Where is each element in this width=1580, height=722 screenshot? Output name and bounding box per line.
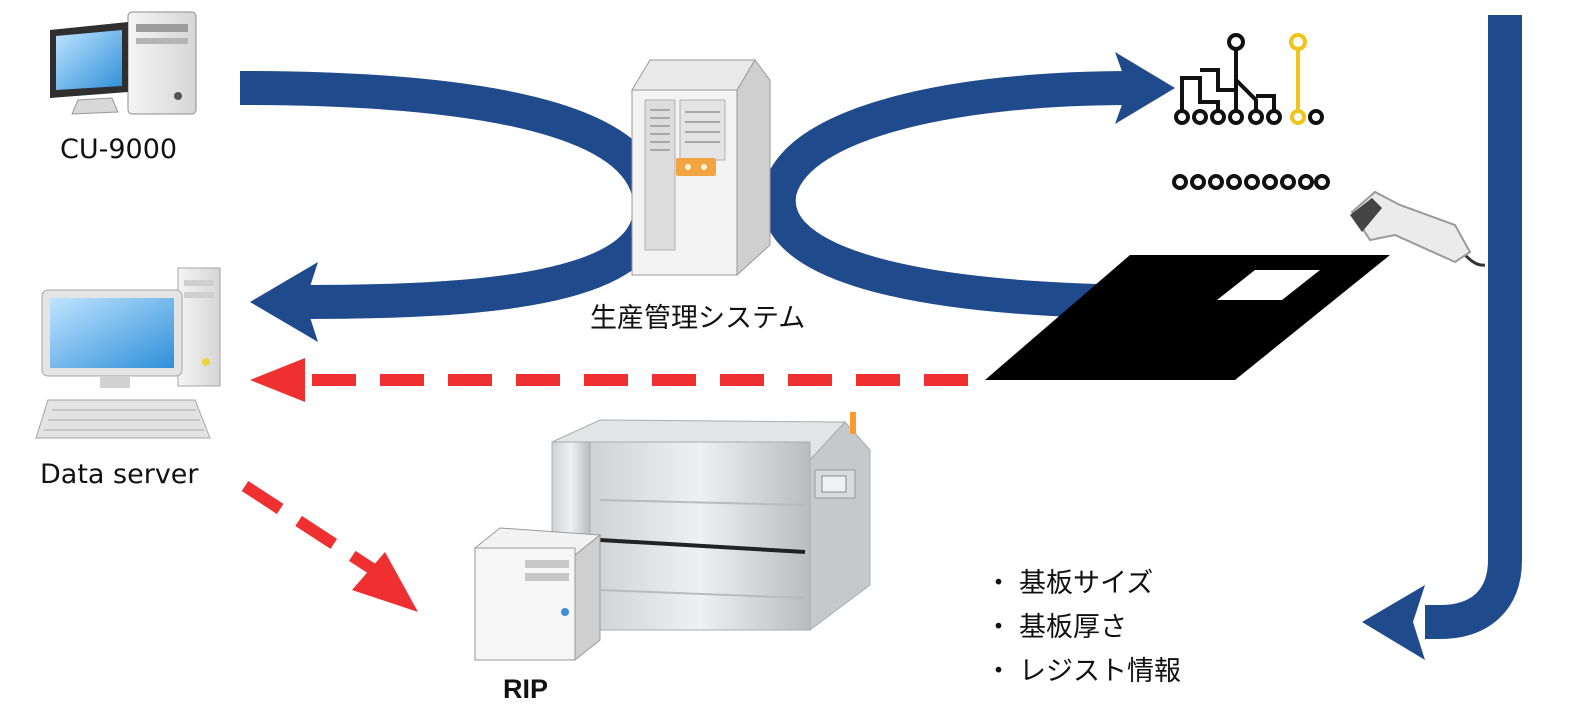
list-item-text: レジスト情報	[1019, 656, 1181, 687]
label-cu9000: CU-9000	[60, 134, 178, 165]
desktop-tower-icon	[50, 11, 197, 115]
pcb-board-icon	[985, 255, 1390, 380]
bullet: ・	[985, 568, 1012, 599]
flow-arrow-scanner-return	[1425, 15, 1522, 639]
arrowhead-circuit	[1115, 52, 1175, 124]
bullet: ・	[985, 656, 1012, 687]
label-data-server: Data server	[40, 459, 199, 490]
arrowhead-data-server	[250, 262, 318, 342]
list-item-text: 基板サイズ	[1019, 568, 1154, 599]
flow-arrow-cu-to-data-server	[239, 71, 668, 319]
bullet: ・	[985, 612, 1012, 643]
arrowhead-return	[1362, 585, 1425, 660]
label-rip: RIP	[503, 674, 549, 704]
desktop-computer-icon	[35, 267, 221, 439]
server-tower-icon	[631, 59, 771, 277]
dashed-arrow-data-server-to-rip	[241, 480, 384, 580]
list-item: ・レジスト情報	[985, 650, 1181, 694]
dashed-arrowhead-rip	[352, 552, 418, 612]
label-production-system: 生産管理システム	[590, 303, 806, 334]
list-item-text: 基板厚さ	[1019, 612, 1127, 643]
circuit-pattern-icon	[1172, 33, 1330, 190]
dashed-arrowhead-data-server	[250, 358, 305, 402]
barcode-scanner-icon	[1350, 190, 1486, 267]
rip-server-icon	[473, 527, 602, 662]
list-item: ・基板厚さ	[985, 606, 1181, 650]
flow-arrow-board-to-circuit	[761, 71, 1171, 319]
board-info-list: ・基板サイズ ・基板厚さ ・レジスト情報	[985, 562, 1181, 694]
data-arrows	[241, 358, 968, 612]
list-item: ・基板サイズ	[985, 562, 1181, 606]
